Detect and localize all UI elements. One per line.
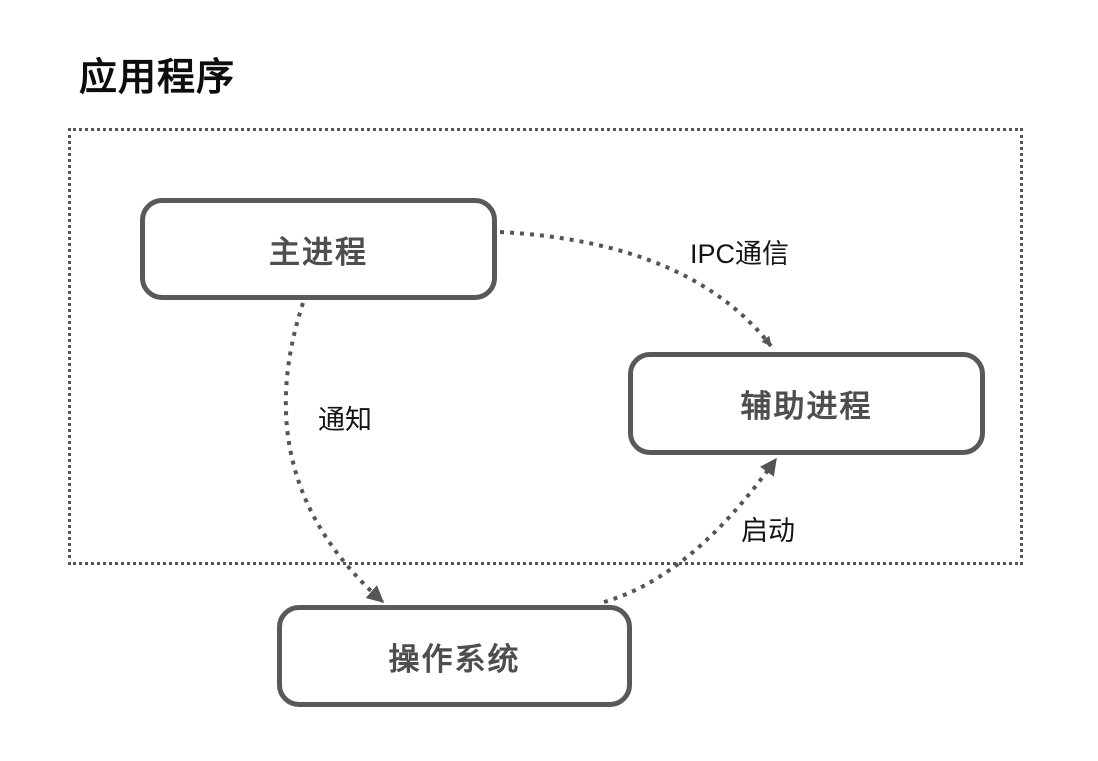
edge-label-launch: 启动 xyxy=(741,516,795,546)
node-main-process-label: 主进程 xyxy=(269,234,368,270)
edge-label-notify: 通知 xyxy=(318,405,372,435)
node-helper-process-label: 辅助进程 xyxy=(740,389,873,424)
application-boundary-box xyxy=(68,128,1023,565)
node-main-process: 主进程 xyxy=(140,198,497,300)
page-title: 应用程序 xyxy=(79,57,236,99)
node-operating-system: 操作系统 xyxy=(277,605,632,707)
node-operating-system-label: 操作系统 xyxy=(388,641,521,677)
node-helper-process: 辅助进程 xyxy=(628,352,985,455)
edge-label-ipc: IPC通信 xyxy=(690,239,790,269)
